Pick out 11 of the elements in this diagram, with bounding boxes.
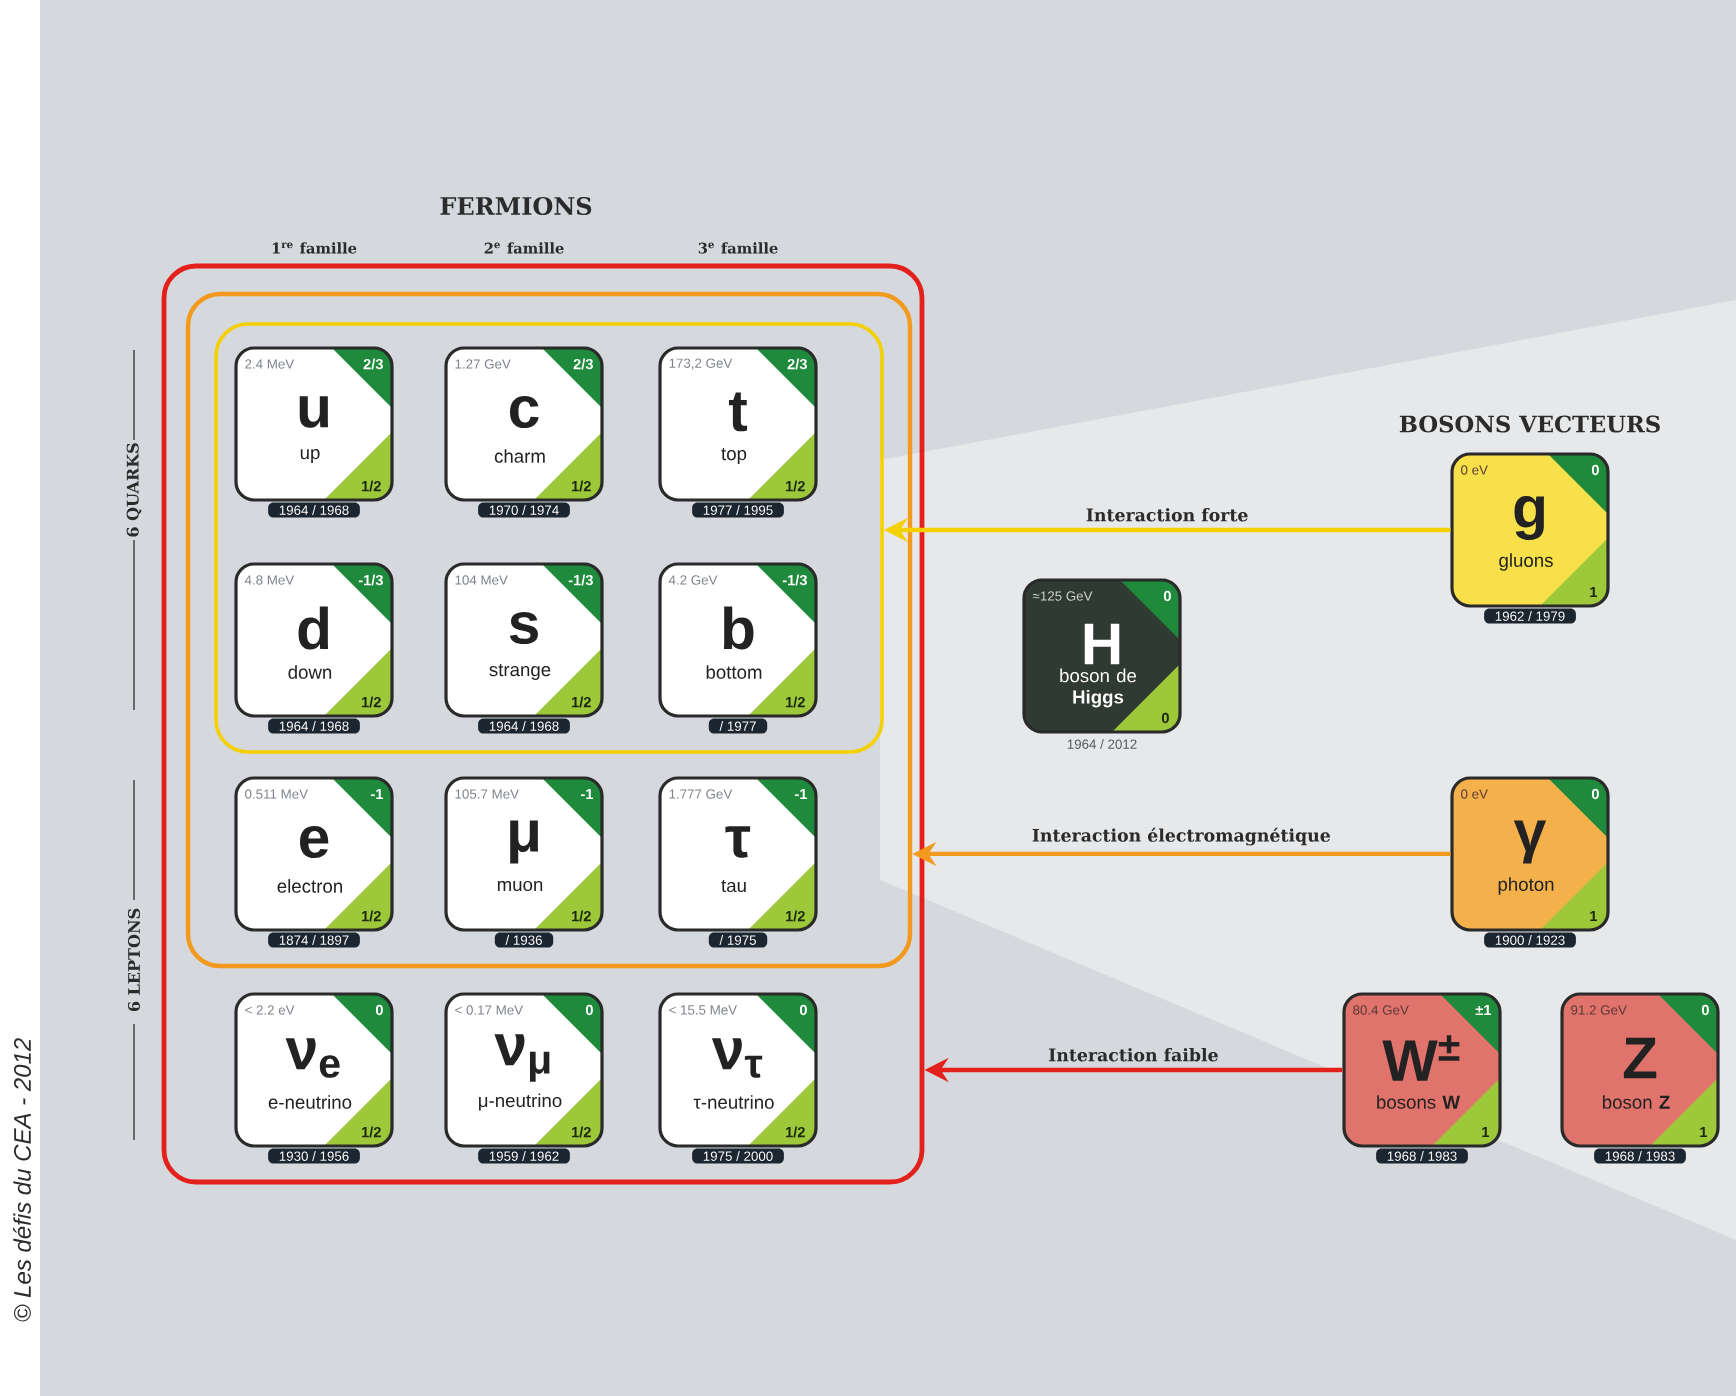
section-heading: FERMIONS: [440, 196, 592, 216]
edge-label: Interaction électromagnétique: [1032, 827, 1331, 846]
group-label: 6 LEPTONS: [127, 908, 141, 1012]
group-label: 6 QUARKS: [126, 443, 142, 537]
copyright-note: © Les défis du CEA - 2012: [13, 1038, 31, 1322]
rounded-frame: [185, 291, 913, 969]
edge-label: Interaction forte: [1086, 508, 1248, 522]
edge-label: Interaction faible: [1048, 1048, 1218, 1062]
rounded-frame: [214, 322, 884, 754]
section-heading: BOSONS VECTEURS: [1399, 415, 1660, 433]
rounded-frame: [161, 263, 925, 1185]
